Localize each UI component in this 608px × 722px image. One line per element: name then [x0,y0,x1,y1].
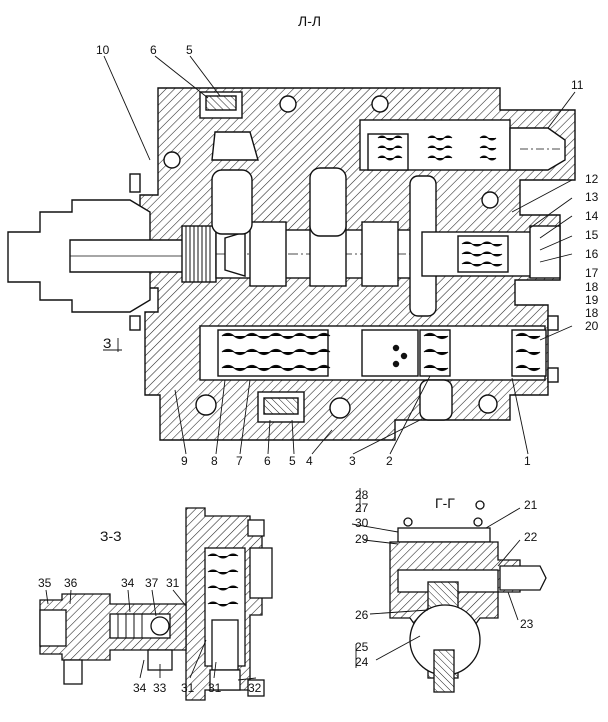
callout-6: 6 [150,43,157,57]
callout-3: 3 [349,454,356,468]
callout-20: 20 [585,319,599,333]
callout-4: 4 [306,454,313,468]
callout-31: 31 [208,681,222,695]
section-3-body [39,507,273,701]
callout-31: 31 [166,576,180,590]
main-view-body [7,87,576,441]
callout-24: 24 [355,655,369,669]
callout-37: 37 [145,576,159,590]
callout-12: 12 [585,172,599,186]
callout-28: 28 [355,488,369,502]
callout-5: 5 [186,43,193,57]
callout-27: 27 [355,501,369,515]
callout-25: 25 [355,640,369,654]
callout-7: 7 [236,454,243,468]
callout-10: 10 [96,43,110,57]
callout-36: 36 [64,576,78,590]
callout-34: 34 [133,681,147,695]
callout-33: 33 [153,681,167,695]
callout-13: 13 [585,190,599,204]
callout-18: 18 [585,280,599,294]
callout-14: 14 [585,209,599,223]
callout-21: 21 [524,498,538,512]
section-3-title: З-З [100,528,122,544]
main-view-title: Л-Л [298,13,322,29]
section-g-title: Г-Г [435,495,455,511]
callout-35: 35 [38,576,52,590]
callout-15: 15 [585,228,599,242]
callout-30: 30 [355,516,369,530]
callout-34: 34 [121,576,135,590]
main-view-leaders [103,55,576,455]
section-g-body [389,500,547,693]
callout-31: 31 [181,681,195,695]
section-3-marker: З [103,335,112,351]
callout-19: 19 [585,293,599,307]
callout-22: 22 [524,530,538,544]
callout-23: 23 [520,617,534,631]
callout-29: 29 [355,532,369,546]
callout-17: 17 [585,266,599,280]
section-g-leaders [351,488,521,668]
callout-16: 16 [585,247,599,261]
callout-2: 2 [386,454,393,468]
callout-5: 5 [289,454,296,468]
callout-1: 1 [524,454,531,468]
callout-6: 6 [264,454,271,468]
callout-26: 26 [355,608,369,622]
callout-9: 9 [181,454,188,468]
callout-32: 32 [248,681,262,695]
callout-8: 8 [211,454,218,468]
callout-11: 11 [571,78,584,92]
callout-18: 18 [585,306,599,320]
section-3-leaders [45,589,257,681]
